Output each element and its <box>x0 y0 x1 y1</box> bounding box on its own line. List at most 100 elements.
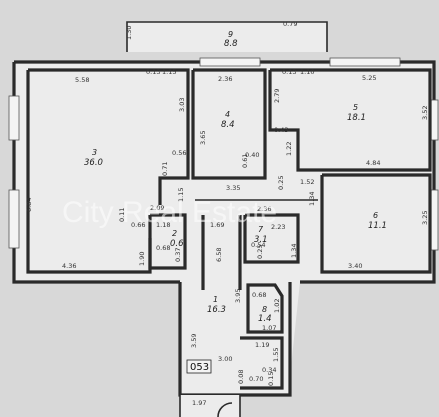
room-6-label: 6 11.1 <box>368 211 387 231</box>
wall-room-7 <box>243 213 300 264</box>
dim-r7-b: 0.54 <box>251 241 265 249</box>
wall-room-3 <box>28 68 190 205</box>
svg-text:9: 9 <box>228 30 233 39</box>
dim-room-4-inner: 3.03 <box>178 98 186 112</box>
dim-room-6-bottom: 3.40 <box>348 262 362 270</box>
room-7-label: 7 3.1 <box>254 225 268 245</box>
balcony-outline <box>126 21 328 52</box>
plan-tag: 053 <box>190 362 209 373</box>
dim-hall-mid: 1.69 <box>210 221 224 229</box>
wall-room-8 <box>246 283 284 334</box>
svg-text:18.1: 18.1 <box>347 113 366 123</box>
apartment-floor <box>14 62 434 395</box>
dim-room-4-low: 0.40 <box>245 151 259 159</box>
dim-room-5-bottom: 4.84 <box>366 159 380 167</box>
dim-room-5-width: 5.25 <box>362 74 376 82</box>
svg-text:3.1: 3.1 <box>254 235 268 245</box>
dim-c-e: 1.15 <box>177 188 185 202</box>
dim-c-f: 1.34 <box>308 192 316 206</box>
dim-room-3-width: 5.58 <box>75 76 89 84</box>
dim-stair: 1.97 <box>192 399 206 407</box>
dim-top-d: 1.10 <box>300 68 314 76</box>
svg-text:11.1: 11.1 <box>368 221 387 231</box>
dim-top-b: 1.15 <box>162 68 176 76</box>
window-left-2 <box>8 189 20 249</box>
wall-room-6 <box>320 173 432 274</box>
dim-c-d: 1.52 <box>300 178 314 186</box>
dim-balcony-right: 0.79 <box>283 20 297 28</box>
door-arc <box>217 402 233 417</box>
svg-text:7: 7 <box>258 225 264 234</box>
svg-text:16.3: 16.3 <box>207 305 226 315</box>
dim-r7-d: 1.34 <box>290 244 298 258</box>
dim-r7-a: 2.23 <box>271 223 285 231</box>
room-9-area <box>127 22 327 52</box>
dim-r2-e: 0.37 <box>174 248 182 262</box>
dim-room-4-left: 3.65 <box>199 131 207 145</box>
dim-hall-width: 3.00 <box>218 355 232 363</box>
dim-r2-b: 0.66 <box>131 221 145 229</box>
svg-text:3: 3 <box>92 148 97 157</box>
dim-hall-top: 3.35 <box>226 184 240 192</box>
window-left-1 <box>8 95 20 141</box>
dim-r2-d: 0.68 <box>156 244 170 252</box>
dim-r8-a: 0.68 <box>252 291 266 299</box>
dim-c-c: 0.25 <box>277 176 285 190</box>
dim-r2-a: 0.11 <box>118 208 126 222</box>
dim-hall-side: 6.58 <box>215 248 223 262</box>
dim-low-b: 1.55 <box>272 348 280 362</box>
dim-r2-f: 1.90 <box>138 252 146 266</box>
wall-room-2 <box>148 213 187 270</box>
dim-balcony-left: 1.30 <box>125 26 133 40</box>
room-9-label: 9 8.8 <box>224 30 238 49</box>
svg-text:1: 1 <box>213 295 218 304</box>
dim-room-5-mid2: 1.22 <box>285 142 293 156</box>
svg-text:1.4: 1.4 <box>258 314 272 324</box>
dim-room-5-right: 3.52 <box>421 106 429 120</box>
dim-low-e: 0.70 <box>249 375 263 383</box>
dim-room-3-bottom: 4.36 <box>62 262 76 270</box>
dim-r7-c: 0.25 <box>256 245 264 259</box>
dim-room-6-right: 3.25 <box>421 211 429 225</box>
svg-text:8.4: 8.4 <box>221 120 235 130</box>
wall-closet <box>240 336 284 390</box>
dim-room-5-mid: 0.43 <box>274 126 288 134</box>
dim-low-d: 0.08 <box>237 370 245 384</box>
watermark: City Real Estate <box>62 196 277 229</box>
stair-area <box>180 395 240 417</box>
dim-r7-top: 2.36 <box>257 205 271 213</box>
svg-text:36.0: 36.0 <box>84 158 103 168</box>
window-top-room-4 <box>199 57 261 67</box>
svg-text:4: 4 <box>225 110 230 119</box>
dim-top-c: 0.13 <box>282 68 296 76</box>
dim-c-b: 0.71 <box>161 162 169 176</box>
dim-room-3-side: 6.84 <box>25 198 33 212</box>
svg-text:8: 8 <box>262 305 267 314</box>
dim-hall-bottom: 3.59 <box>190 334 198 348</box>
dim-room-4-low2: 0.61 <box>241 154 249 168</box>
dim-hall-right: 3.95 <box>234 289 242 303</box>
plan-tag-box <box>186 359 212 374</box>
svg-text:8.8: 8.8 <box>224 39 238 49</box>
dim-low-c: 0.34 <box>262 366 276 374</box>
wall-room-5 <box>268 68 432 172</box>
room-8-label: 8 1.4 <box>258 305 272 324</box>
dim-low-f: 0.15 <box>267 372 275 386</box>
dim-r2-c: 1.18 <box>156 221 170 229</box>
window-top-room-5 <box>329 57 401 67</box>
dim-top-a: 0.13 <box>146 68 160 76</box>
dim-r8-c: 1.07 <box>262 324 276 332</box>
room-5-label: 5 18.1 <box>347 103 366 123</box>
svg-text:2: 2 <box>172 229 177 238</box>
room-2-label: 2 0.6 <box>170 229 184 249</box>
dim-r2-top: 2.09 <box>150 204 164 212</box>
svg-text:5: 5 <box>353 103 358 112</box>
dim-r8-b: 1.02 <box>273 299 281 313</box>
dim-low-a: 1.19 <box>255 341 269 349</box>
dim-room-4-width: 2.36 <box>218 75 232 83</box>
svg-text:0.6: 0.6 <box>170 239 184 249</box>
room-4-label: 4 8.4 <box>221 110 235 130</box>
room-1-label: 1 16.3 <box>207 295 226 315</box>
wall-room-4 <box>191 68 267 180</box>
